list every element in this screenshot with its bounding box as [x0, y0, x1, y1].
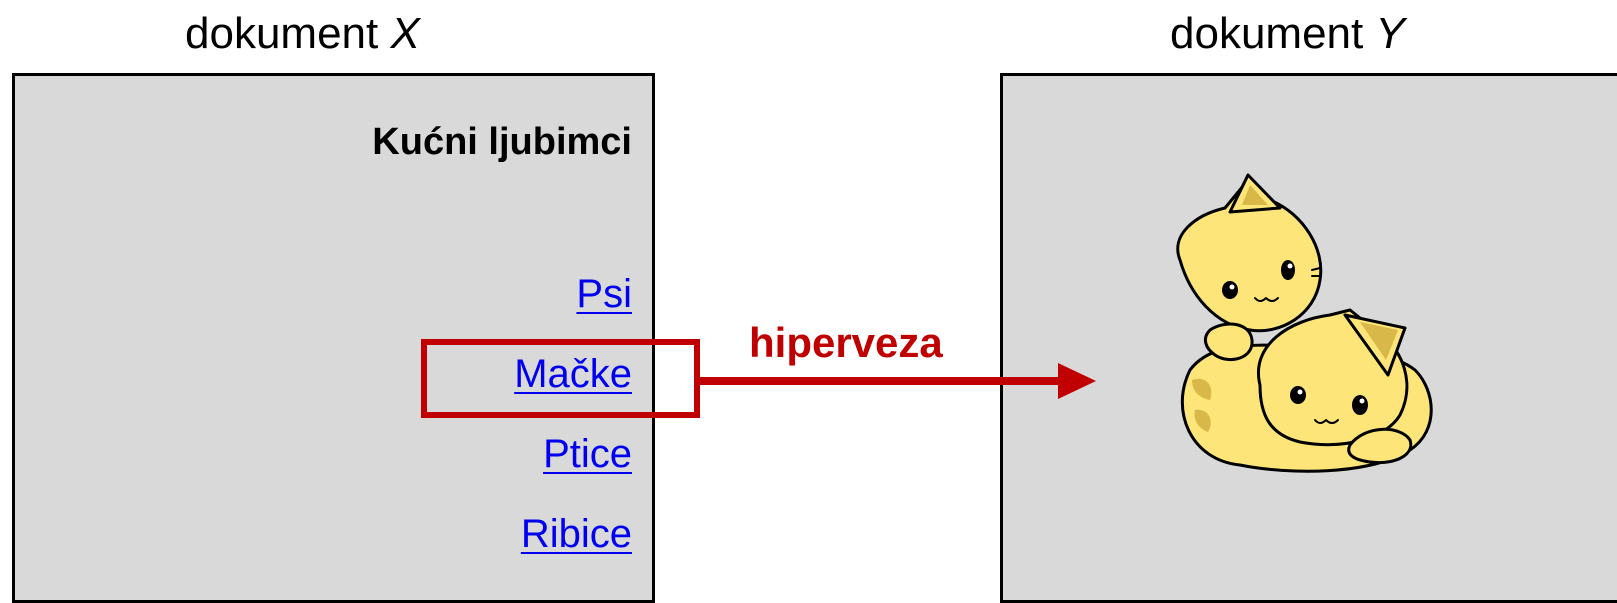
- top-cat-paw: [1203, 322, 1254, 361]
- hyperlink-arrow-label: hiperveza: [749, 319, 943, 366]
- top-cat-ear-inner: [1242, 185, 1268, 205]
- bottom-cat-eye: [1290, 386, 1306, 404]
- top-cat-whisker: [1311, 267, 1321, 277]
- document-x-title-prefix: dokument: [185, 9, 391, 58]
- link-ribice[interactable]: Ribice: [520, 512, 632, 556]
- bottom-cat-ear-inner: [1360, 322, 1398, 360]
- document-y-title-var: Y: [1375, 9, 1405, 58]
- document-y-title-prefix: dokument: [1170, 9, 1376, 58]
- top-cat-eye: [1222, 281, 1238, 299]
- hyperlink-highlight-box: [421, 339, 700, 418]
- document-x-title-var: X: [390, 9, 420, 58]
- link-psi[interactable]: Psi: [576, 272, 632, 316]
- document-x-title: dokument X: [185, 6, 420, 62]
- top-cat-eye: [1281, 260, 1295, 280]
- bottom-cat-eye: [1352, 395, 1368, 415]
- cats-illustration: [1176, 173, 1433, 473]
- link-macke[interactable]: Mačke: [514, 352, 632, 396]
- document-y-title: dokument Y: [1170, 6, 1405, 62]
- link-ptice[interactable]: Ptice: [543, 432, 632, 476]
- hyperlink-arrow-head: [1058, 363, 1096, 399]
- hyperlink-arrow-shaft: [700, 377, 1062, 385]
- bottom-cat-stripe: [1192, 378, 1212, 400]
- top-cat-mouth: [1254, 297, 1279, 302]
- document-x-panel: Kućni ljubimci Psi Mačke Ptice Ribice: [12, 73, 655, 603]
- top-cat-head: [1176, 178, 1323, 333]
- document-x-heading: Kućni ljubimci: [372, 121, 632, 163]
- bottom-cat-stripe: [1194, 409, 1211, 432]
- bottom-cat-paw: [1347, 427, 1413, 465]
- bottom-cat-mouth: [1314, 419, 1339, 424]
